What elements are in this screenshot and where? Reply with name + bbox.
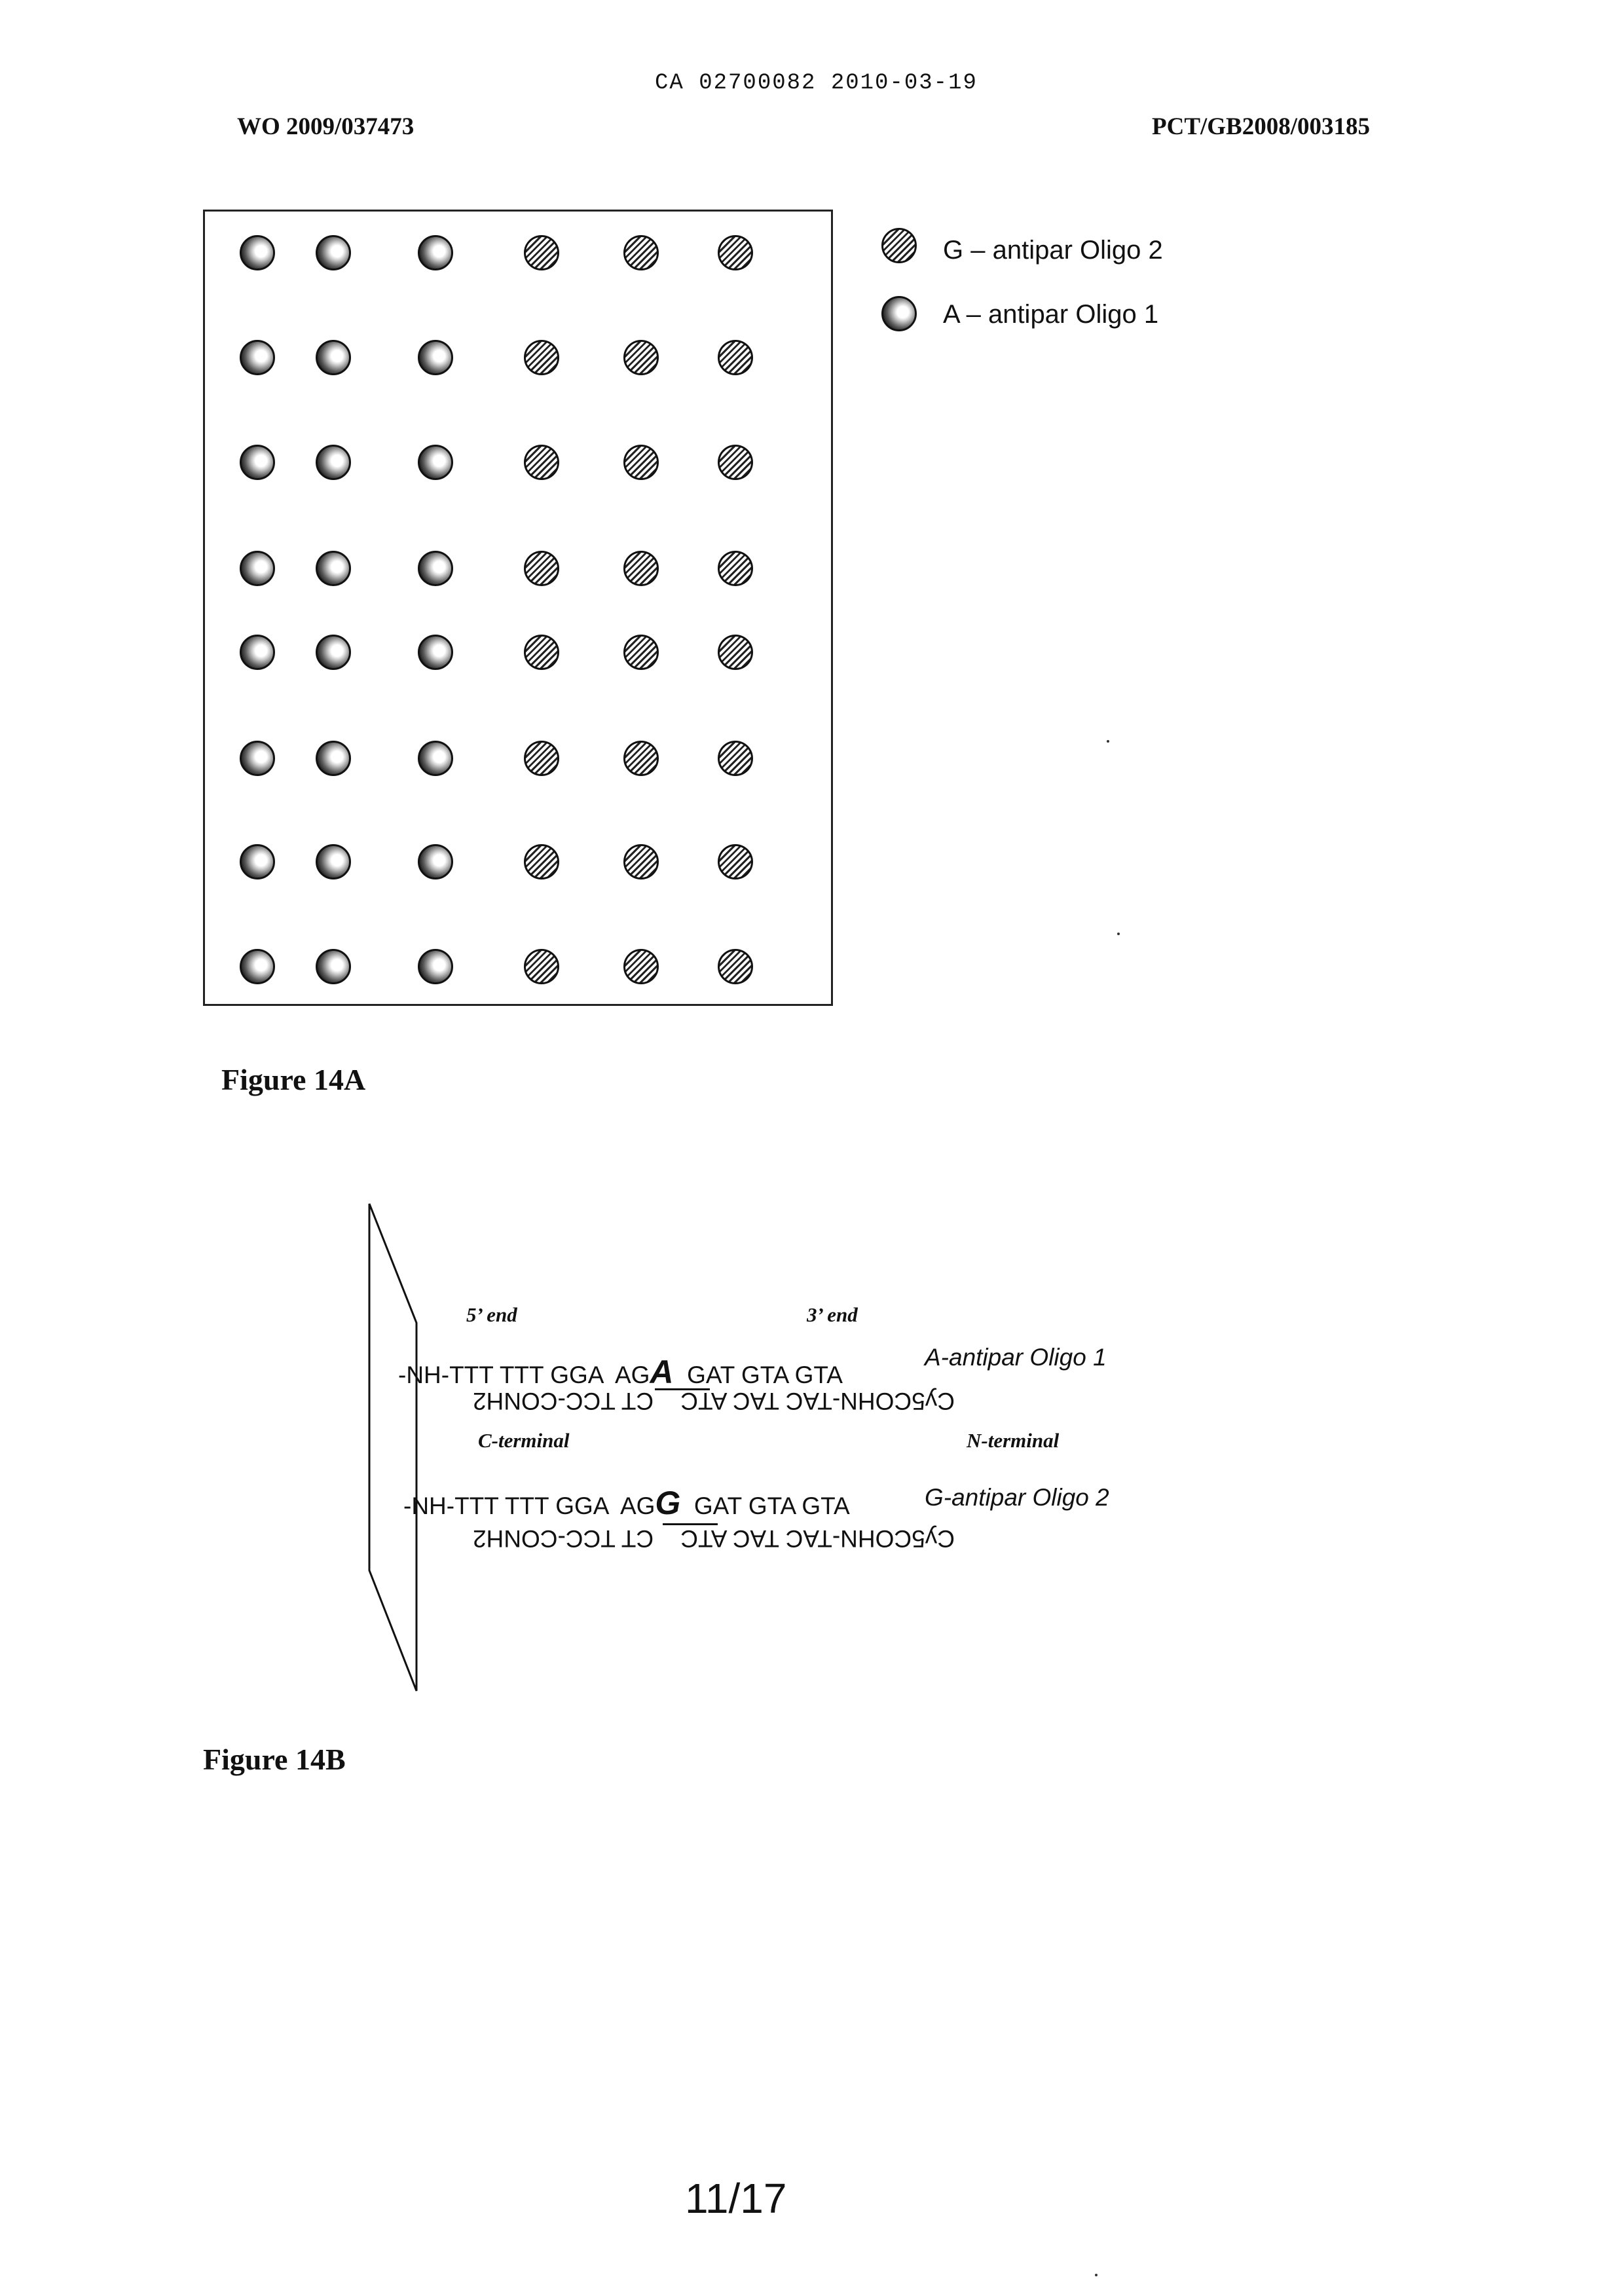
document-id-line: CA 02700082 2010-03-19 xyxy=(655,71,978,96)
pna1-sequence: Cy5COHN-TAC TAC ATC CT TCC-CONH2 xyxy=(473,1387,955,1415)
hatched-spot xyxy=(623,340,659,375)
shaded-spot xyxy=(240,235,275,270)
oligo2-suffix: GAT GTA GTA xyxy=(680,1492,849,1519)
shaded-spot xyxy=(418,741,453,776)
shaded-spot xyxy=(240,445,275,480)
shaded-spot xyxy=(316,844,351,880)
shaded-spot xyxy=(418,445,453,480)
hatched-spot xyxy=(524,844,559,880)
hatched-spot xyxy=(524,635,559,670)
three-prime-label: 3’ end xyxy=(807,1303,858,1327)
oligo2-sequence: -NH-TTT TTT GGA AGG GAT GTA GTA xyxy=(403,1484,850,1522)
speck xyxy=(1117,933,1120,935)
hatched-spot xyxy=(623,635,659,670)
hatched-spot xyxy=(718,844,753,880)
speck xyxy=(1107,740,1109,743)
hatched-spot xyxy=(524,551,559,586)
shaded-spot xyxy=(240,844,275,880)
legend-label-g: G – antipar Oligo 2 xyxy=(943,236,1163,265)
hatched-spot xyxy=(524,235,559,270)
hatched-spot xyxy=(623,741,659,776)
hatched-spot xyxy=(718,551,753,586)
page-number: 11/17 xyxy=(685,2174,786,2223)
pna2-probe: Cy5COHN-TAC TAC ATC CT TCC-CONH2 xyxy=(473,1525,955,1552)
hatched-spot xyxy=(718,635,753,670)
solid-support-outline xyxy=(354,1198,432,1696)
oligo2-label: G-antipar Oligo 2 xyxy=(925,1484,1109,1511)
microarray-frame xyxy=(203,210,833,1006)
gap-bar-1 xyxy=(655,1388,710,1390)
figure-caption-14b: Figure 14B xyxy=(203,1742,346,1777)
shaded-spot xyxy=(240,551,275,586)
shaded-spot xyxy=(316,340,351,375)
shaded-spot xyxy=(240,340,275,375)
oligo2-query-base: G xyxy=(655,1485,680,1521)
shaded-spot xyxy=(418,844,453,880)
hatched-spot xyxy=(524,949,559,984)
oligo1-label: A-antipar Oligo 1 xyxy=(925,1344,1107,1371)
oligo1-sequence: -NH-TTT TTT GGA AGA GAT GTA GTA xyxy=(398,1353,843,1391)
hatched-spot xyxy=(524,340,559,375)
shaded-spot xyxy=(240,949,275,984)
n-terminal-label: N-terminal xyxy=(967,1429,1059,1453)
gap-bar-2 xyxy=(663,1523,718,1525)
hatched-spot xyxy=(718,445,753,480)
publication-number: WO 2009/037473 xyxy=(237,113,414,141)
shaded-spot xyxy=(418,340,453,375)
hatched-spot xyxy=(718,235,753,270)
shaded-spot xyxy=(418,635,453,670)
shaded-spot xyxy=(316,635,351,670)
hatched-spot xyxy=(623,844,659,880)
shaded-spot xyxy=(316,551,351,586)
hatched-spot xyxy=(623,235,659,270)
shaded-spot xyxy=(240,635,275,670)
five-prime-label: 5’ end xyxy=(466,1303,517,1327)
figure-caption-14a: Figure 14A xyxy=(221,1062,365,1097)
shaded-spot xyxy=(418,235,453,270)
shaded-spot xyxy=(316,235,351,270)
oligo1-query-base: A xyxy=(650,1354,673,1390)
oligo1-suffix: GAT GTA GTA xyxy=(674,1361,843,1388)
hatched-spot xyxy=(623,551,659,586)
shaded-spot xyxy=(316,949,351,984)
shaded-spot xyxy=(418,949,453,984)
application-number: PCT/GB2008/003185 xyxy=(1152,113,1370,141)
shaded-spot xyxy=(316,445,351,480)
hatched-spot xyxy=(623,445,659,480)
oligo2-prefix: -NH-TTT TTT GGA AG xyxy=(403,1492,655,1519)
hatched-spot xyxy=(718,340,753,375)
support-edge xyxy=(369,1204,416,1691)
shaded-spot xyxy=(418,551,453,586)
hatched-spot-icon xyxy=(881,228,917,263)
hatched-spot xyxy=(718,949,753,984)
speck xyxy=(1095,2274,1098,2276)
hatched-spot xyxy=(524,741,559,776)
shaded-spot xyxy=(316,741,351,776)
hatched-spot xyxy=(718,741,753,776)
pna1-probe: Cy5COHN-TAC TAC ATC CT TCC-CONH2 xyxy=(473,1387,955,1415)
hatched-spot xyxy=(623,949,659,984)
oligo1-prefix: -NH-TTT TTT GGA AG xyxy=(398,1361,650,1388)
pna2-sequence: Cy5COHN-TAC TAC ATC CT TCC-CONH2 xyxy=(473,1525,955,1552)
c-terminal-label: C-terminal xyxy=(478,1429,570,1453)
legend-label-a: A – antipar Oligo 1 xyxy=(943,300,1158,329)
shaded-spot-icon xyxy=(881,296,917,331)
hatched-spot xyxy=(524,445,559,480)
shaded-spot xyxy=(240,741,275,776)
